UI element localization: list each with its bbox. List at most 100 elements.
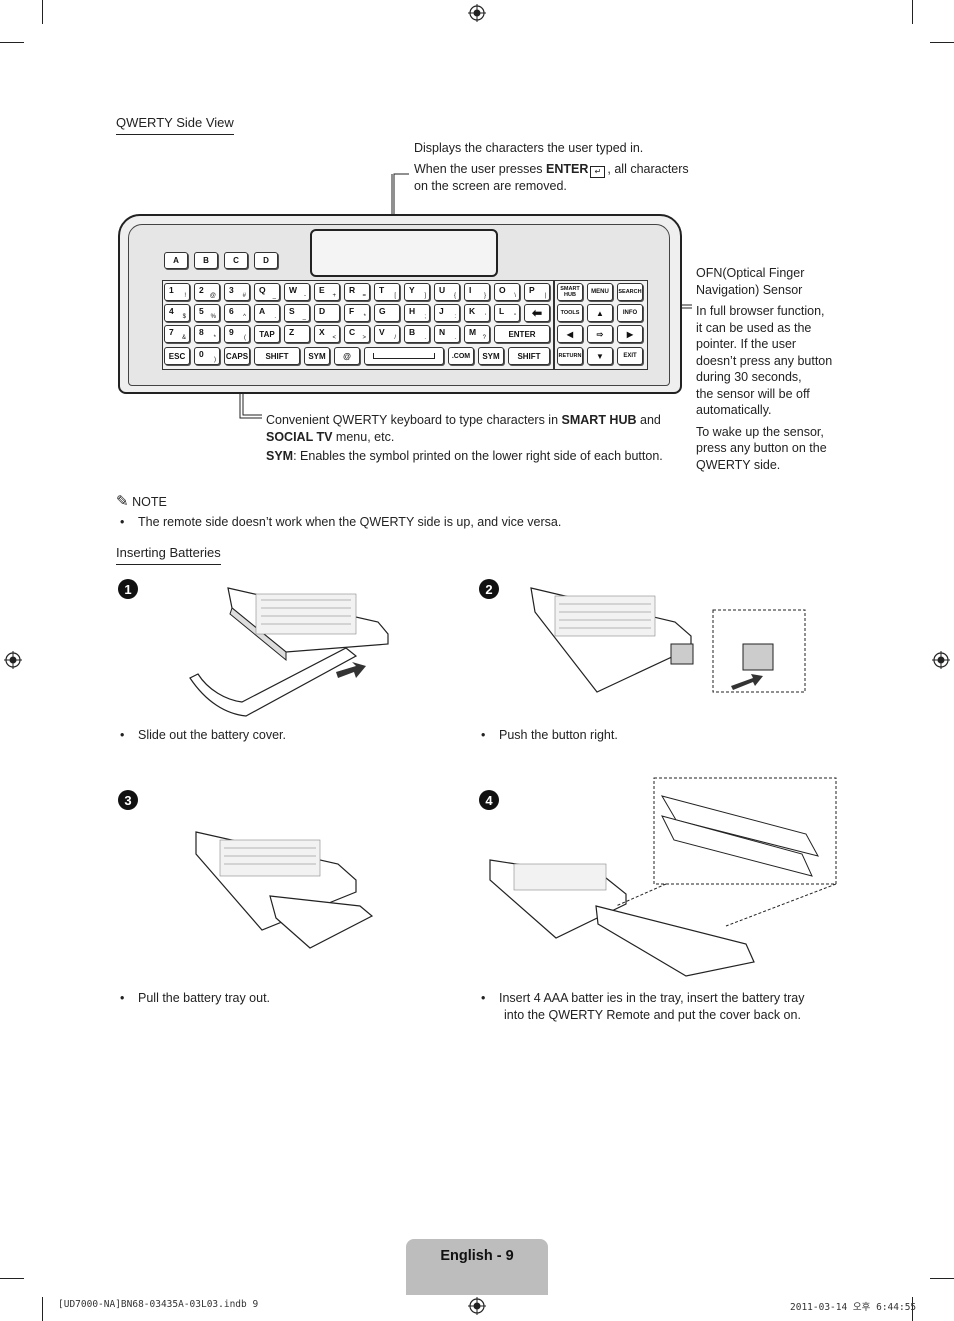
step-2-badge: 2 [479,579,499,599]
right-key[interactable]: ▶ [617,325,643,343]
sym-key-left[interactable]: SYM [304,347,330,365]
key-7[interactable]: 7& [164,325,190,343]
sym-key-right[interactable]: SYM [478,347,504,365]
batteries-title: Inserting Batteries [116,545,221,565]
backspace-key[interactable]: ⬅ [524,304,550,322]
callout-text: QWERTY side. [696,457,856,474]
callout-text: doesn’t press any button [696,353,856,370]
key-s[interactable]: S_ [284,304,310,322]
callout-text: Navigation) Sensor [696,282,856,299]
key-g[interactable]: G [374,304,400,322]
key-o[interactable]: O\ [494,283,520,301]
step-1-badge: 1 [118,579,138,599]
note-heading: ✎ NOTE [116,494,167,511]
menu-key[interactable]: MENU [587,283,613,301]
callout-text: the sensor will be off [696,386,856,403]
key-u[interactable]: U{ [434,283,460,301]
callout-text: SYM: Enables the symbol printed on the l… [266,448,696,465]
key-q[interactable]: Q_ [254,283,280,301]
key-t[interactable]: T[ [374,283,400,301]
key-8[interactable]: 8* [194,325,220,343]
crop-mark [42,1297,43,1321]
exit-key[interactable]: EXIT [617,347,643,365]
insert-batteries-illustration [486,776,838,980]
print-file-info: [UD7000-NA]BN68-03435A-03L03.indb 9 [58,1299,258,1310]
space-bar-icon [373,353,435,359]
return-key[interactable]: RETURN [557,347,583,365]
key-e[interactable]: E+ [314,283,340,301]
color-key-c[interactable]: C [224,252,248,269]
key-a[interactable]: A. [254,304,280,322]
key-4[interactable]: 4$ [164,304,190,322]
key-r[interactable]: R= [344,283,370,301]
key-j[interactable]: J: [434,304,460,322]
space-key[interactable] [364,347,444,365]
key-2[interactable]: 2@ [194,283,220,301]
key-w[interactable]: W- [284,283,310,301]
registration-mark-icon [932,651,950,669]
arrow-left-icon: ◀ [567,330,573,339]
ofn-sensor-key[interactable]: ⇨ [587,325,613,343]
step-4-caption: •Insert 4 AAA batter ies in the tray, in… [481,990,841,1023]
key-9[interactable]: 9( [224,325,250,343]
page-number: English - 9 [440,1248,513,1264]
step-3-caption: •Pull the battery tray out. [120,990,450,1007]
callout-text: SOCIAL TV menu, etc. [266,429,696,446]
caps-key[interactable]: CAPS [224,347,250,365]
shift-key-right[interactable]: SHIFT [508,347,550,365]
key-v[interactable]: V/ [374,325,400,343]
registration-mark-icon [468,1297,486,1315]
tools-key[interactable]: TOOLS [557,304,583,322]
enter-icon: ⇨ [597,330,604,339]
arrow-left-icon: ⬅ [532,306,542,320]
callout-text: OFN(Optical Finger [696,265,856,282]
color-key-b[interactable]: B [194,252,218,269]
color-key-a[interactable]: A [164,252,188,269]
key-i[interactable]: I} [464,283,490,301]
key-1[interactable]: 1! [164,283,190,301]
key-3[interactable]: 3# [224,283,250,301]
enter-key[interactable]: ENTER [494,325,550,343]
key-5[interactable]: 5% [194,304,220,322]
key-f[interactable]: F* [344,304,370,322]
step-3-badge: 3 [118,790,138,810]
up-key[interactable]: ▲ [587,304,613,322]
down-key[interactable]: ▼ [587,347,613,365]
key-n[interactable]: N. [434,325,460,343]
remote-cover-illustration [186,582,392,720]
shift-key-left[interactable]: SHIFT [254,347,300,365]
key-z[interactable]: Z [284,325,310,343]
smart-hub-key[interactable]: SMART HUB [557,283,583,301]
arrow-down-icon: ▼ [596,352,604,361]
key-p[interactable]: P| [524,283,550,301]
key-m[interactable]: M? [464,325,490,343]
key-k[interactable]: K' [464,304,490,322]
callout-text: press any button on the [696,440,856,457]
callout-text: automatically. [696,402,856,419]
key-b[interactable]: B. [404,325,430,343]
keyboard-display-screen [310,229,498,277]
key-l[interactable]: L" [494,304,520,322]
note-item: •The remote side doesn’t work when the Q… [120,514,820,531]
left-key[interactable]: ◀ [557,325,583,343]
key-6[interactable]: 6^ [224,304,250,322]
tap-key[interactable]: TAP [254,325,280,343]
qwerty-callout: Convenient QWERTY keyboard to type chara… [266,412,696,465]
color-key-d[interactable]: D [254,252,278,269]
key-y[interactable]: Y] [404,283,430,301]
info-key[interactable]: INFO [617,304,643,322]
dotcom-key[interactable]: .COM [448,347,474,365]
crop-mark [930,1278,954,1279]
pull-tray-illustration [190,826,376,952]
key-0[interactable]: 0) [194,347,220,365]
key-c[interactable]: C> [344,325,370,343]
page-number-tab: English - 9 [406,1239,548,1295]
esc-key[interactable]: ESC [164,347,190,365]
key-x[interactable]: X< [314,325,340,343]
key-d[interactable]: D [314,304,340,322]
crop-mark [0,1278,24,1279]
at-key[interactable]: @ [334,347,360,365]
key-h[interactable]: H; [404,304,430,322]
arrow-up-icon: ▲ [596,309,604,318]
search-key[interactable]: SEARCH [617,283,643,301]
